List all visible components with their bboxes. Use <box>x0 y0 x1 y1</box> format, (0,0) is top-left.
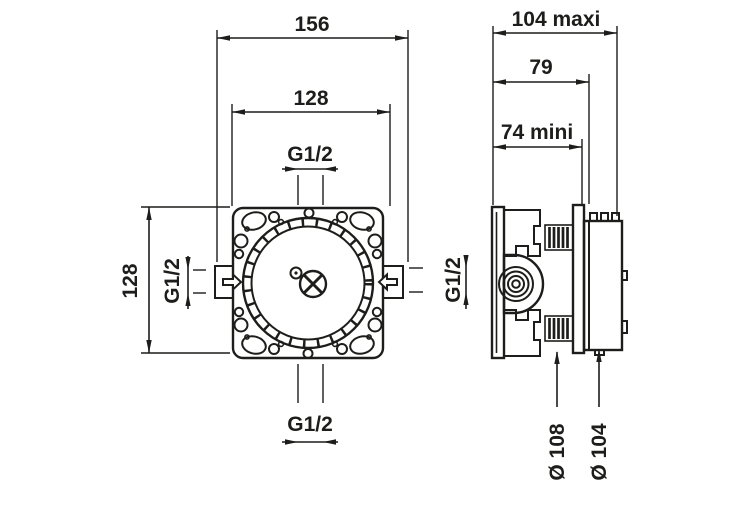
thread-ribs-top <box>544 224 574 251</box>
valve-boss-housing <box>502 253 545 315</box>
dim-diameter-outer: Ø 108 <box>546 351 569 481</box>
dim-label-74-mini: 74 mini <box>501 121 573 144</box>
dim-label-dia-108: Ø 108 <box>546 423 569 481</box>
dim-label-dia-104: Ø 104 <box>588 423 611 481</box>
valve-boss-icon <box>498 266 534 302</box>
corner-fixings-top-left <box>233 211 285 260</box>
housing-castellations <box>589 212 620 222</box>
flow-arrow-left-icon <box>377 272 398 292</box>
bracket-top <box>503 209 541 257</box>
dim-label-79: 79 <box>529 56 552 79</box>
dim-label-128-left: 128 <box>119 263 142 298</box>
bracket-bottom <box>503 309 541 357</box>
dim-thread-right: G1/2 <box>409 255 469 309</box>
dim-thread-top: G1/2 <box>282 143 338 205</box>
housing-notch <box>622 320 628 334</box>
housing-lug <box>621 270 628 281</box>
front-view <box>214 206 404 360</box>
side-view <box>490 203 628 360</box>
inlet-tab-right <box>377 265 404 299</box>
dim-depth-min: 74 mini <box>493 121 583 204</box>
seal-flange <box>571 203 586 355</box>
mounting-ring <box>241 216 375 350</box>
inlet-tab-left <box>214 265 243 299</box>
screw-top-icon <box>303 207 315 219</box>
dim-label-g12-right: G1/2 <box>442 257 465 303</box>
dim-width-inner: 128 <box>231 87 391 206</box>
dim-label-g12-left: G1/2 <box>161 258 184 304</box>
dim-depth-flange: 79 <box>493 56 590 204</box>
valve-spindle-icon <box>289 266 328 299</box>
dim-label-156: 156 <box>294 13 329 36</box>
dim-depth-overall: 104 maxi <box>492 8 618 216</box>
dim-height-left: 128 <box>119 206 230 354</box>
box-outline <box>231 206 385 360</box>
corner-fixings-top-right <box>331 211 383 260</box>
wall-plate <box>490 205 506 360</box>
dim-width-overall: 156 <box>216 13 409 262</box>
corner-fixings-bottom-right <box>331 306 383 355</box>
dim-label-104-maxi: 104 maxi <box>512 8 601 31</box>
flow-arrow-right-icon <box>222 272 243 292</box>
dim-thread-bottom: G1/2 <box>282 364 338 445</box>
dim-label-g12-bottom: G1/2 <box>287 413 333 436</box>
dim-diameter-inner: Ø 104 <box>588 349 611 481</box>
thread-ribs-bottom <box>544 315 574 342</box>
dim-label-128-top: 128 <box>293 87 328 110</box>
screw-bottom-icon <box>302 348 314 359</box>
dim-thread-left: G1/2 <box>161 256 206 309</box>
dim-label-g12-top: G1/2 <box>287 143 333 166</box>
corner-fixings-bottom-left <box>233 306 285 355</box>
